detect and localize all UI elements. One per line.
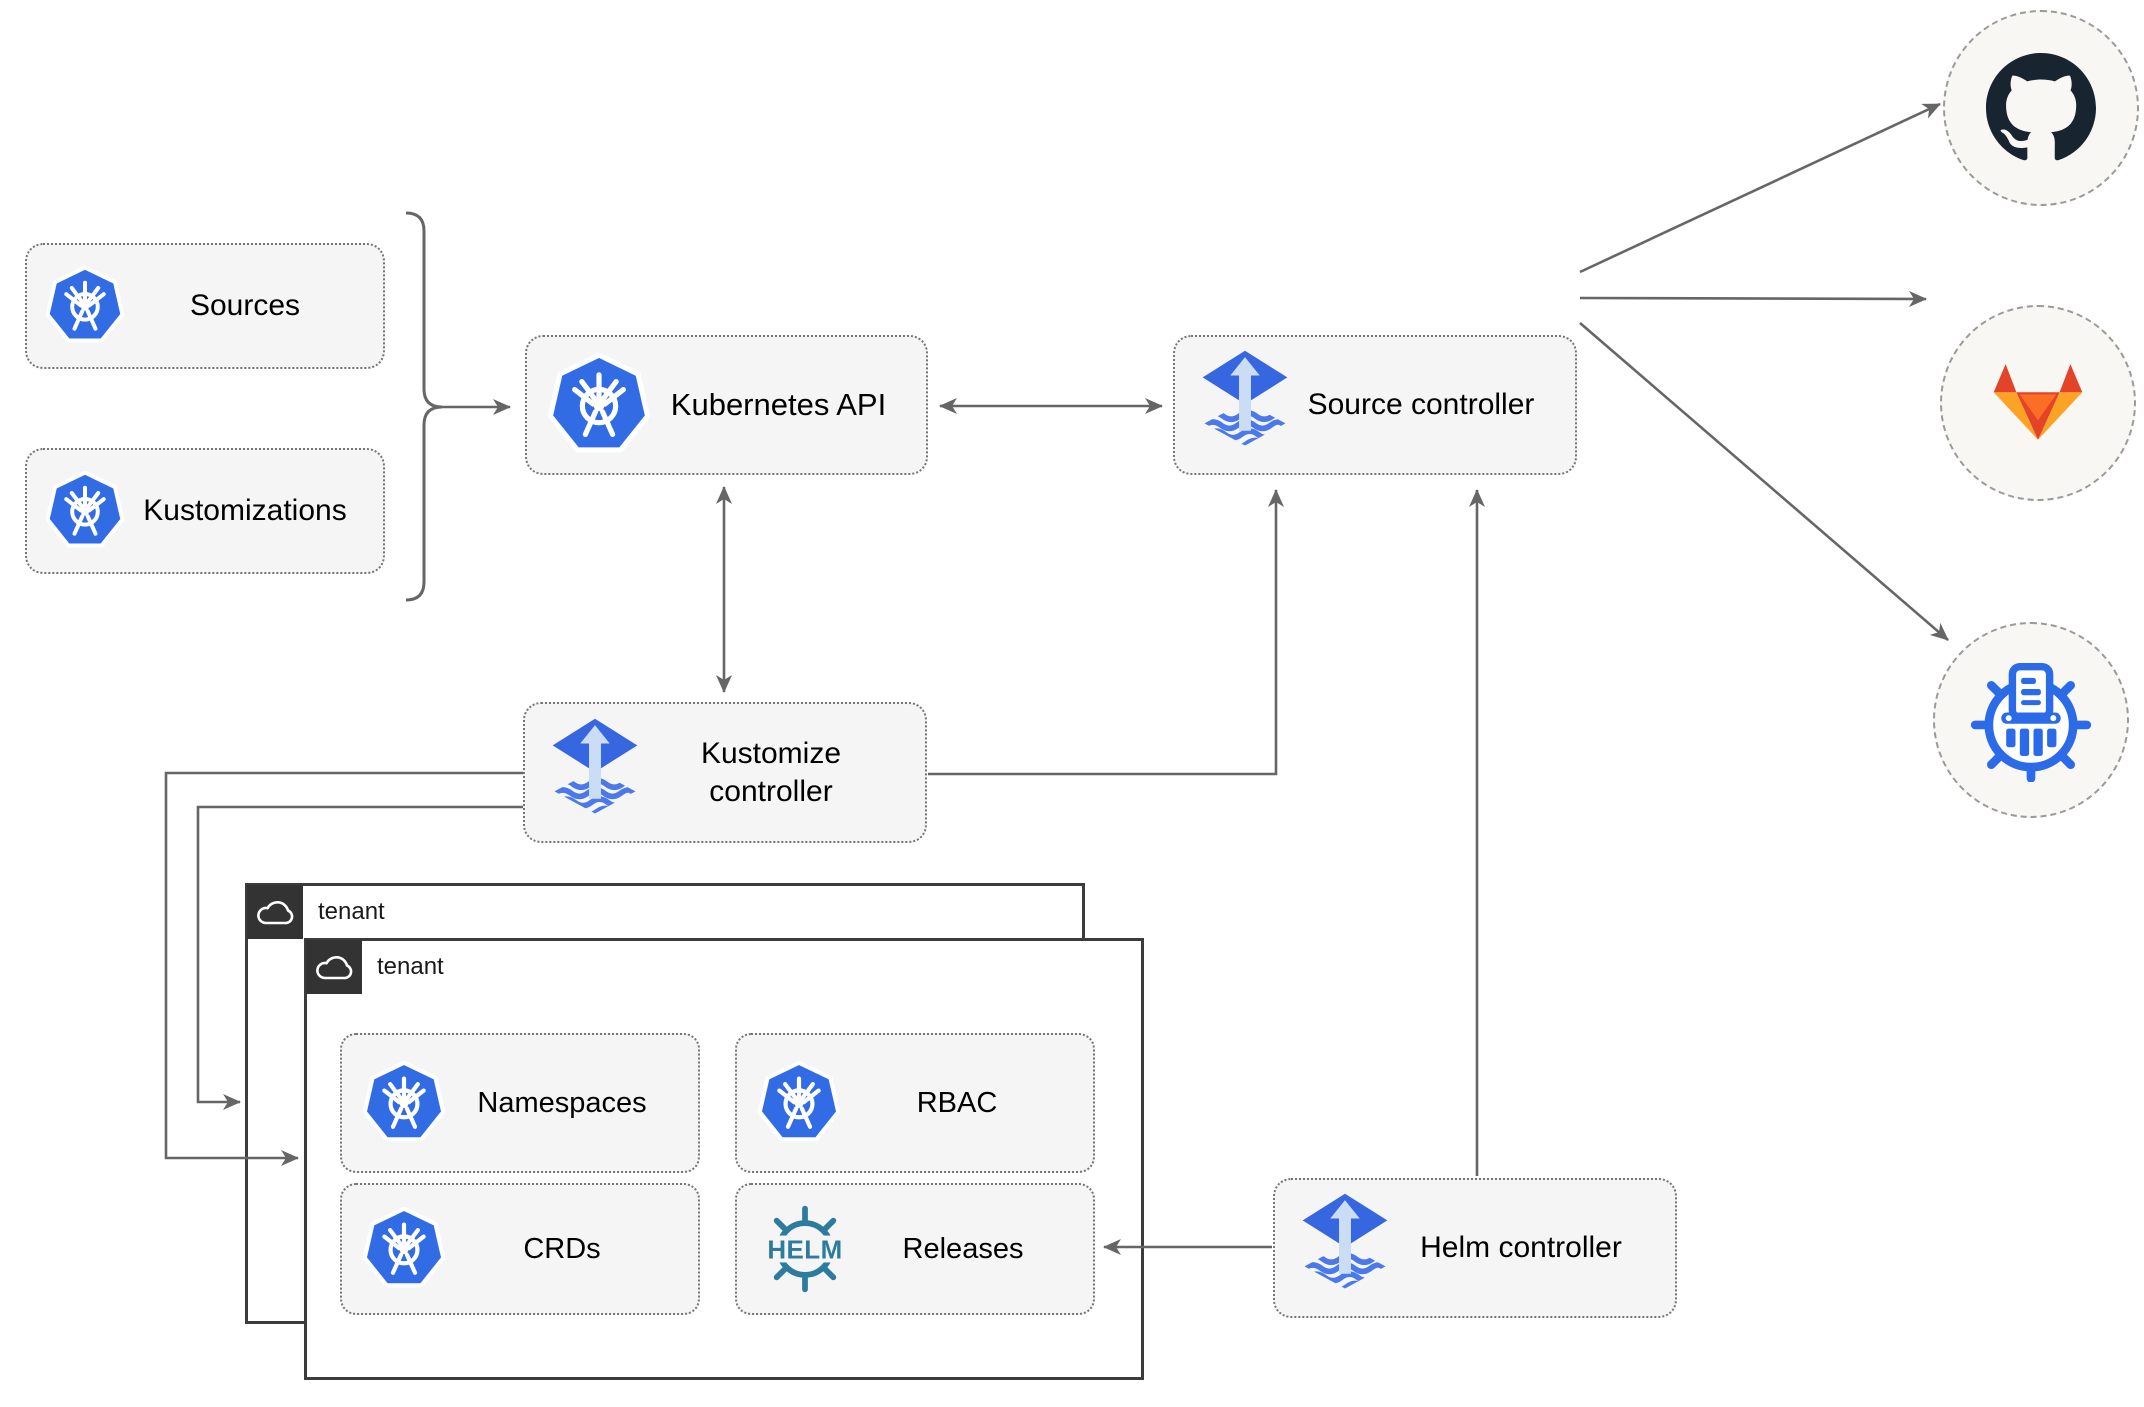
flux-icon (1199, 349, 1291, 461)
node-kustomize-controller: Kustomize controller (523, 702, 927, 843)
kubernetes-icon (757, 1061, 841, 1145)
node-namespaces: Namespaces (340, 1033, 700, 1173)
kubernetes-icon (45, 266, 125, 346)
arrow-source-chartmuseum (1579, 322, 1949, 641)
tenant-back-tab (247, 885, 303, 939)
node-sources-label: Sources (189, 289, 301, 323)
brace-sources-group (405, 211, 443, 602)
external-github (1943, 10, 2139, 206)
arrow-source-github (1579, 102, 1941, 274)
cloud-icon (257, 901, 294, 925)
node-namespaces-label: Namespaces (477, 1086, 647, 1119)
node-crds: CRDs (340, 1183, 700, 1315)
kubernetes-icon (362, 1207, 446, 1291)
kubernetes-icon (547, 353, 651, 457)
node-sources: Sources (25, 243, 385, 369)
helm-icon: HELM (757, 1201, 853, 1297)
node-source-controller-label: Source controller (1307, 388, 1535, 422)
node-helm-controller-label: Helm controller (1420, 1231, 1622, 1265)
node-source-controller: Source controller (1173, 335, 1577, 475)
chartmuseum-icon (1969, 658, 2093, 782)
gitlab-icon (1984, 353, 2092, 453)
external-gitlab (1940, 305, 2136, 501)
node-rbac: RBAC (735, 1033, 1095, 1173)
node-rbac-label: RBAC (916, 1086, 998, 1119)
node-releases: HELM Releases (735, 1183, 1095, 1315)
node-kustomizations-label: Kustomizations (143, 494, 347, 528)
node-kubernetes-api: Kubernetes API (525, 335, 928, 475)
node-releases-label: Releases (902, 1232, 1024, 1265)
node-kustomizations: Kustomizations (25, 448, 385, 574)
arrow-kustomize-tenant-back (196, 805, 523, 1110)
tenant-back-label: tenant (318, 898, 385, 925)
node-kustomize-controller-label: Kustomize controller (700, 737, 842, 808)
external-chartmuseum (1933, 622, 2129, 818)
tenant-front-tab (306, 940, 362, 994)
node-helm-controller: Helm controller (1273, 1178, 1677, 1318)
node-crds-label: CRDs (523, 1232, 601, 1265)
flux-icon (1299, 1192, 1391, 1304)
flux-icon (549, 717, 641, 829)
arrow-source-gitlab (1579, 290, 1927, 307)
kubernetes-icon (45, 471, 125, 551)
tenant-front-label: tenant (377, 953, 444, 980)
github-icon (1986, 53, 2096, 163)
arrow-kustomize-tenant-front (164, 771, 523, 1166)
helm-logo-text: HELM (767, 1237, 842, 1265)
kubernetes-icon (362, 1061, 446, 1145)
arrow-kustomize-source (928, 489, 1284, 776)
cloud-icon (316, 956, 353, 980)
node-kubernetes-api-label: Kubernetes API (670, 386, 887, 422)
